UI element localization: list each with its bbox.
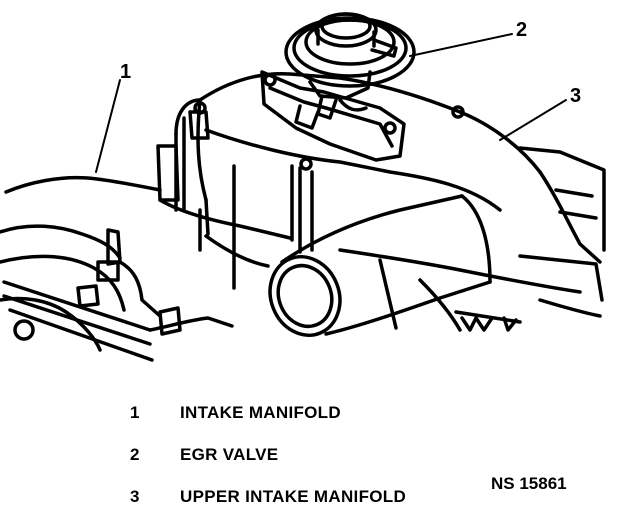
legend-label: EGR VALVE (180, 445, 279, 464)
legend-number: 2 (130, 445, 140, 464)
legend-label: UPPER INTAKE MANIFOLD (180, 487, 407, 506)
figure-code: NS 15861 (491, 474, 567, 493)
egr-valve-drawing (193, 12, 465, 171)
legend-number: 1 (130, 403, 140, 422)
callout-2: 2 (516, 19, 528, 41)
upper-intake-manifold-drawing (156, 71, 606, 332)
engine-illustration (0, 12, 606, 362)
legend-label: INTAKE MANIFOLD (180, 403, 341, 422)
callout-1: 1 (120, 61, 132, 83)
legend-row: 1 INTAKE MANIFOLD (0, 404, 624, 428)
legend-row: 2 EGR VALVE (0, 446, 624, 470)
callout-3: 3 (570, 85, 582, 107)
leader-line-3 (499, 99, 567, 141)
leader-lines (95, 33, 567, 173)
intake-tube-drawing (268, 194, 492, 337)
intake-manifold-drawing (0, 175, 234, 362)
leader-line-1 (95, 79, 121, 173)
legend-row: 3 UPPER INTAKE MANIFOLD (0, 488, 624, 512)
leader-line-2 (409, 33, 513, 57)
legend-number: 3 (130, 487, 140, 506)
